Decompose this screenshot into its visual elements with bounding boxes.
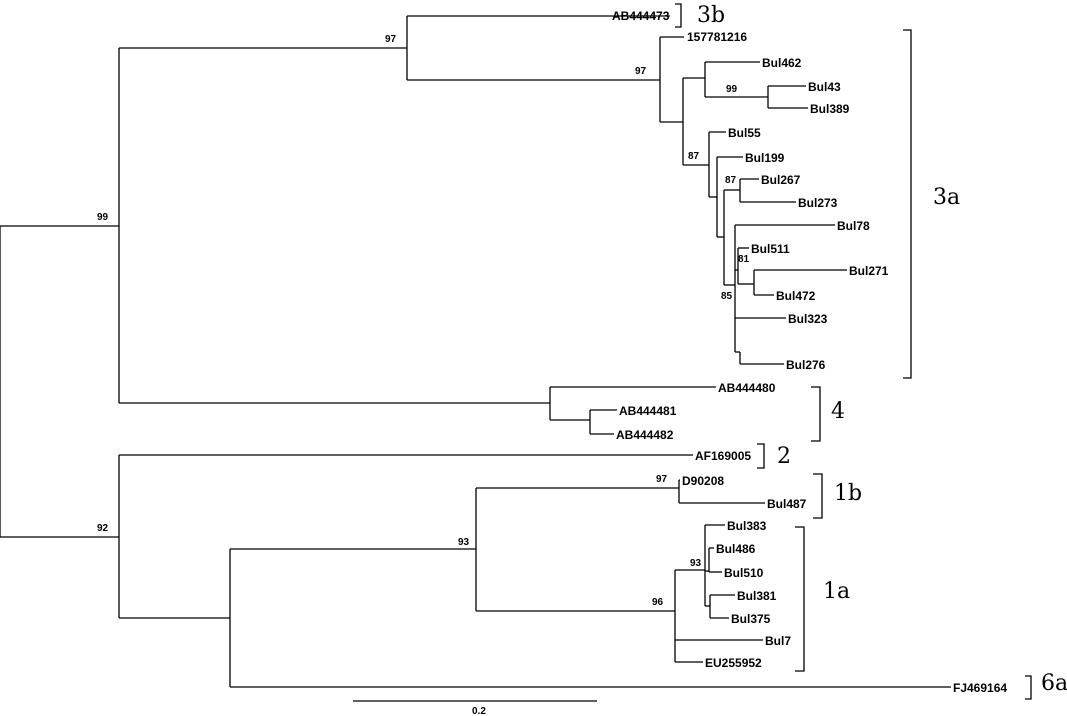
bootstrap-value: 96 — [652, 597, 664, 608]
leaf-label: EU255952 — [705, 656, 762, 670]
leaf-label: 157781216 — [687, 30, 747, 44]
scale-bar: 0.2 — [353, 700, 597, 716]
bootstrap-value: 97 — [385, 34, 397, 45]
leaf-label: Bul273 — [798, 196, 838, 210]
tree-branches — [0, 15, 951, 688]
leaf-label: Bul78 — [837, 219, 870, 233]
leaf-label: Bul43 — [808, 80, 841, 94]
clade-label-1b: 1b — [834, 481, 862, 506]
leaf-label: AB444481 — [619, 404, 677, 418]
clade-label-1a: 1a — [823, 579, 850, 604]
bootstrap-value: 81 — [738, 254, 750, 265]
bootstrap-values: 99 92 97 97 99 87 87 81 85 93 97 96 93 — [97, 34, 750, 608]
bootstrap-value: 87 — [725, 175, 737, 186]
leaf-label: Bul510 — [724, 566, 764, 580]
leaf-label: Bul383 — [727, 519, 767, 533]
leaf-label: Bul472 — [776, 289, 816, 303]
clade-label-3a: 3a — [933, 185, 960, 210]
bootstrap-value: 85 — [721, 291, 733, 302]
leaf-labels: AB444473 157781216 Bul462 Bul43 Bul389 B… — [612, 9, 1007, 695]
bracket-3b — [675, 3, 682, 28]
leaf-label: Bul267 — [761, 173, 801, 187]
clade-labels: 3b 3a 4 2 1b 1a 6a — [697, 3, 1067, 696]
leaf-label: Bul323 — [788, 312, 828, 326]
leaf-label: Bul7 — [765, 634, 791, 648]
bracket-3a — [903, 29, 912, 379]
bracket-6a — [1025, 675, 1032, 700]
bootstrap-value: 93 — [690, 558, 702, 569]
leaf-label: Bul511 — [751, 242, 790, 256]
leaf-label: FJ469164 — [953, 681, 1007, 695]
bracket-1b — [813, 473, 823, 519]
leaf-label: AB444480 — [718, 381, 776, 395]
bootstrap-value: 99 — [97, 212, 109, 223]
bracket-2 — [757, 443, 765, 469]
leaf-label: Bul375 — [731, 612, 771, 626]
clade-label-2: 2 — [777, 444, 791, 469]
leaf-label: Bul389 — [810, 102, 850, 116]
leaf-label: Bul381 — [737, 589, 777, 603]
leaf-label: Bul462 — [762, 56, 802, 70]
clade-label-3b: 3b — [697, 3, 725, 28]
bracket-1a — [795, 526, 805, 672]
leaf-label: Bul486 — [716, 542, 756, 556]
leaf-label: Bul199 — [745, 151, 785, 165]
leaf-label: Bul271 — [849, 264, 889, 278]
clade-brackets — [675, 3, 1032, 700]
bracket-4 — [811, 386, 821, 442]
clade-label-6a: 6a — [1041, 671, 1067, 696]
bootstrap-value: 93 — [458, 537, 470, 548]
leaf-label: Bul487 — [767, 497, 807, 511]
clade-label-4: 4 — [831, 399, 845, 424]
leaf-label: Bul276 — [786, 358, 826, 372]
bootstrap-value: 97 — [656, 474, 668, 485]
scale-bar-label: 0.2 — [472, 706, 486, 716]
leaf-label: Bul55 — [728, 126, 761, 140]
bootstrap-value: 92 — [97, 523, 109, 534]
leaf-label: D90208 — [682, 474, 724, 488]
bootstrap-value: 87 — [688, 151, 700, 162]
bootstrap-value: 99 — [726, 84, 738, 95]
leaf-label: AF169005 — [695, 449, 751, 463]
leaf-label: AB444482 — [616, 428, 674, 442]
leaf-label: AB444473 — [612, 9, 670, 23]
bootstrap-value: 97 — [635, 66, 647, 77]
